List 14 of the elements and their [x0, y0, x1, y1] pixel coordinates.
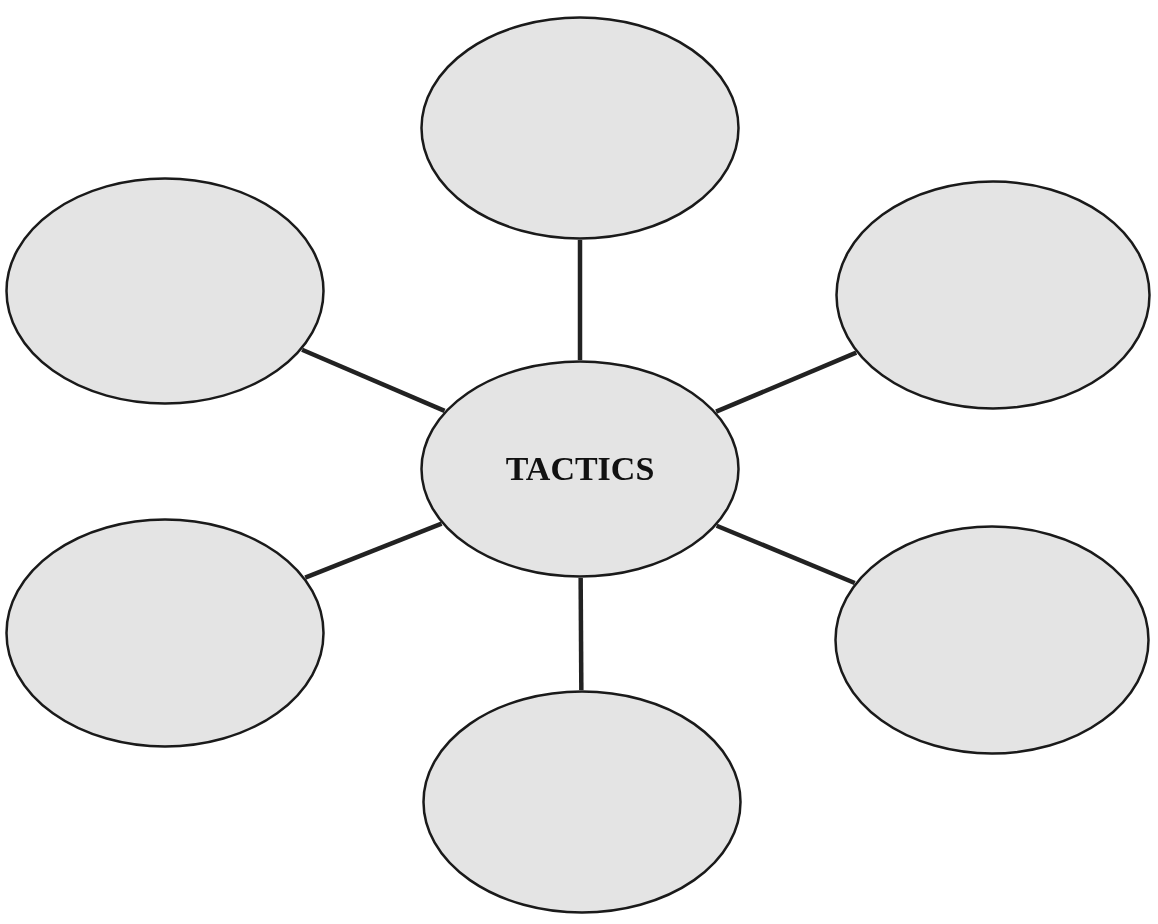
node-label: TACTICS [505, 450, 655, 488]
ellipse-node [5, 518, 325, 748]
connector-line [304, 521, 443, 580]
ellipse-node [420, 16, 740, 240]
ellipse-node [420, 360, 740, 578]
ellipse-node [422, 690, 742, 914]
ellipse-node [835, 180, 1151, 410]
connector-line [578, 578, 584, 690]
ellipse-node [5, 177, 325, 405]
connector-line [301, 347, 446, 413]
ellipse-node [834, 525, 1150, 755]
connector-line [715, 523, 856, 586]
connector-line [577, 240, 583, 360]
connector-line [715, 350, 858, 414]
